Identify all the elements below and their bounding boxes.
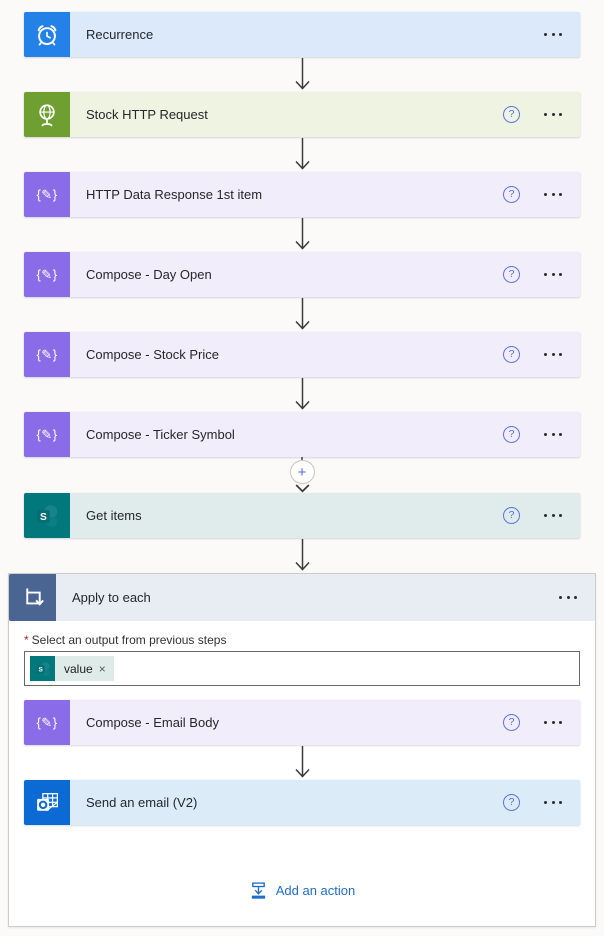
clock-icon [24,12,70,57]
menu-button[interactable] [542,109,564,120]
node-title: Send an email (V2) [86,795,198,810]
node-card-recurrence[interactable]: Recurrence [24,12,580,57]
menu-button[interactable] [542,349,564,360]
connector-arrow [24,745,580,780]
outlook-icon [24,780,70,825]
insert-step-button[interactable]: + [289,459,315,485]
node-title: Compose - Stock Price [86,347,219,362]
braces-pencil-icon: {✎} [24,332,70,377]
scope-title: Apply to each [72,590,151,605]
menu-button[interactable] [542,429,564,440]
connector-arrow [0,297,604,332]
svg-text:S: S [40,512,47,523]
menu-button[interactable] [542,29,564,40]
connector-arrow [0,57,604,92]
menu-button[interactable] [542,189,564,200]
node-card-get-items[interactable]: S Get items ? [24,493,580,538]
node-title: Recurrence [86,27,154,42]
insert-action-icon [249,881,268,900]
sharepoint-icon: S [30,656,55,681]
add-action-label: Add an action [275,883,356,898]
node-title: HTTP Data Response 1st item [86,187,263,202]
node-card-http-data-response[interactable]: {✎} HTTP Data Response 1st item ? [24,172,580,217]
help-icon[interactable]: ? [503,507,520,524]
node-title: Get items [86,508,142,523]
braces-pencil-icon: {✎} [24,252,70,297]
remove-token-icon[interactable]: × [98,661,106,676]
node-title: Compose - Email Body [86,715,219,730]
scope-header-apply-to-each[interactable]: Apply to each [9,574,595,621]
globe-icon [24,92,70,137]
insert-step-connector: + [0,457,604,493]
token-label: value [64,661,93,676]
add-action-button[interactable]: Add an action [249,881,356,900]
menu-button[interactable] [542,717,564,728]
sharepoint-icon: S [24,493,70,538]
menu-button[interactable] [557,592,579,603]
node-card-compose-day-open[interactable]: {✎} Compose - Day Open ? [24,252,580,297]
required-marker: * [24,633,29,647]
node-card-compose-email-body[interactable]: {✎} Compose - Email Body ? [24,700,580,745]
node-title: Compose - Ticker Symbol [86,427,235,442]
help-icon[interactable]: ? [503,106,520,123]
connector-arrow [0,137,604,172]
scope-apply-to-each: Apply to each *Select an output from pre… [8,573,596,927]
value-token-chip[interactable]: S value × [30,656,114,681]
help-icon[interactable]: ? [503,186,520,203]
braces-pencil-icon: {✎} [24,700,70,745]
menu-button[interactable] [542,797,564,808]
connector-arrow [0,538,604,573]
help-icon[interactable]: ? [503,426,520,443]
output-select-input[interactable]: S value × [24,651,580,686]
help-icon[interactable]: ? [503,714,520,731]
connector-arrow [0,377,604,412]
help-icon[interactable]: ? [503,346,520,363]
help-icon[interactable]: ? [503,794,520,811]
help-icon[interactable]: ? [503,266,520,283]
braces-pencil-icon: {✎} [24,172,70,217]
node-card-stock-http-request[interactable]: Stock HTTP Request ? [24,92,580,137]
menu-button[interactable] [542,510,564,521]
loop-icon [9,574,56,621]
node-title: Stock HTTP Request [86,107,208,122]
node-card-compose-ticker-symbol[interactable]: {✎} Compose - Ticker Symbol ? [24,412,580,457]
node-card-compose-stock-price[interactable]: {✎} Compose - Stock Price ? [24,332,580,377]
menu-button[interactable] [542,269,564,280]
output-field-label: *Select an output from previous steps [24,633,227,647]
braces-pencil-icon: {✎} [24,412,70,457]
node-title: Compose - Day Open [86,267,212,282]
connector-arrow [0,217,604,252]
node-card-send-an-email[interactable]: Send an email (V2) ? [24,780,580,825]
svg-text:S: S [38,666,43,673]
